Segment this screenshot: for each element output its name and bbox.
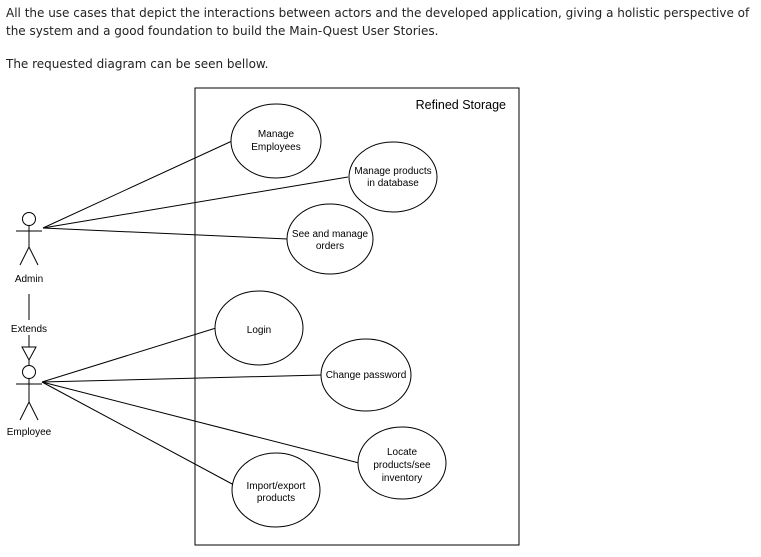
use-case-manage-employees-line-1: Manage bbox=[258, 129, 295, 140]
use-case-see-orders-line-1: See and manage bbox=[292, 229, 369, 240]
admin-actor bbox=[16, 212, 42, 266]
system-boundary bbox=[194, 87, 520, 546]
use-case-import-export: Import/export products bbox=[231, 452, 321, 528]
assoc-employee-change-password bbox=[41, 374, 323, 383]
use-case-locate-products-line-3: inventory bbox=[382, 473, 423, 484]
assoc-admin-manage-employees bbox=[42, 140, 233, 229]
assoc-admin-see-orders bbox=[42, 227, 289, 240]
assoc-admin-manage-products bbox=[42, 176, 349, 229]
use-case-locate-products-line-1: Locate bbox=[387, 447, 417, 458]
employee-actor bbox=[16, 360, 42, 421]
assoc-employee-login bbox=[41, 327, 217, 383]
use-case-manage-products-line-2: in database bbox=[367, 178, 419, 189]
use-case-login-label: Login bbox=[247, 325, 271, 336]
intro-paragraph: All the use cases that depict the intera… bbox=[6, 6, 750, 38]
use-case-import-export-line-2: products bbox=[257, 493, 295, 504]
use-case-see-orders-line-2: orders bbox=[316, 241, 344, 252]
use-case-change-password-label: Change password bbox=[326, 370, 407, 381]
use-case-manage-products-line-1: Manage products bbox=[354, 166, 431, 177]
use-case-see-orders: See and manage orders bbox=[286, 203, 374, 275]
use-case-change-password: Change password bbox=[320, 338, 412, 412]
use-case-import-export-line-1: Import/export bbox=[247, 481, 306, 492]
assoc-employee-locate-products bbox=[41, 381, 360, 464]
use-case-manage-employees-line-2: Employees bbox=[251, 142, 300, 153]
employee-label: Employee bbox=[7, 427, 52, 438]
use-case-manage-products: Manage products in database bbox=[348, 141, 438, 213]
extends-label: Extends bbox=[11, 324, 47, 335]
use-case-locate-products-line-2: products/see bbox=[373, 460, 431, 471]
assoc-employee-import-export bbox=[41, 381, 235, 486]
admin-label: Admin bbox=[15, 274, 43, 285]
diagram-note: The requested diagram can be seen bellow… bbox=[6, 57, 269, 71]
extends-relation bbox=[21, 294, 37, 362]
system-title: Refined Storage bbox=[416, 98, 506, 112]
use-case-login: Login bbox=[214, 290, 304, 366]
use-case-locate-products: Locate products/see inventory bbox=[357, 426, 447, 500]
use-case-manage-employees: Manage Employees bbox=[230, 103, 322, 179]
